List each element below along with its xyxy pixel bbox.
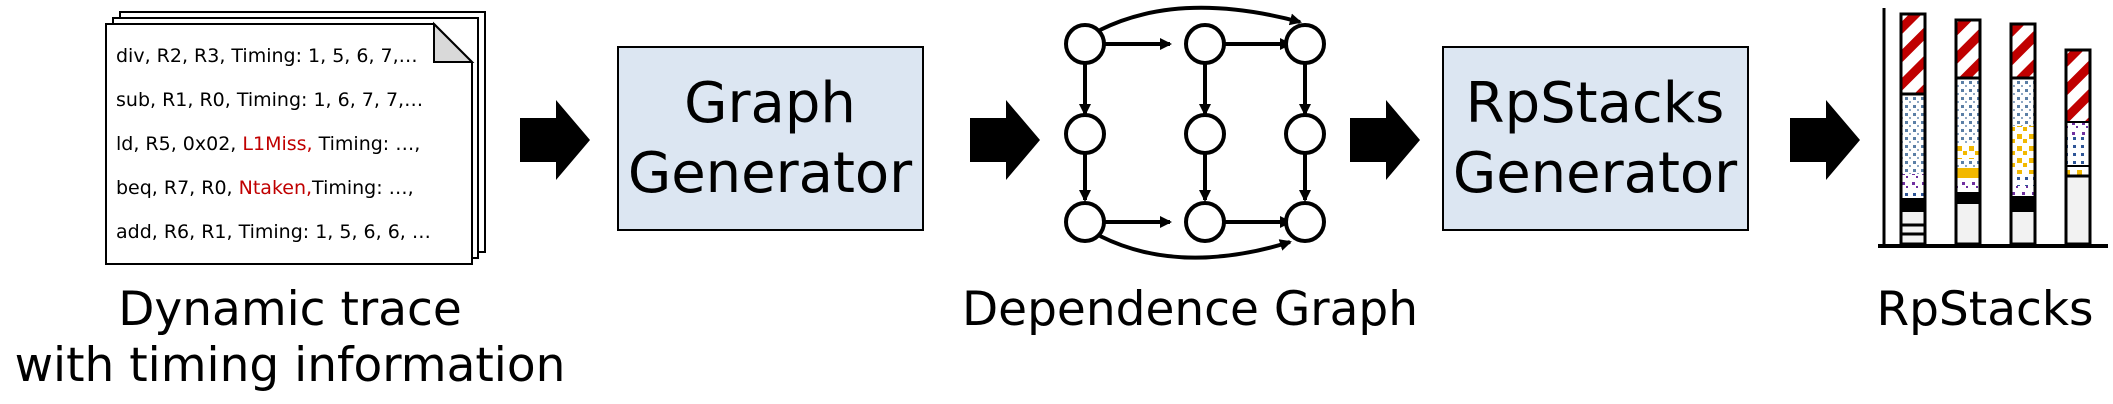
trace-highlight-text: L1Miss, [242, 133, 312, 155]
segment-dotted [2011, 78, 2035, 126]
trace-document-stack: div, R2, R3, Timing: 1, 5, 6, 7,… sub, R1… [105, 11, 486, 265]
segment-purple [2011, 186, 2035, 196]
rpstacks-chart [1878, 8, 2108, 248]
trace-page-front [105, 23, 473, 265]
graph-node [1184, 201, 1226, 243]
segment-blue [2011, 174, 2035, 186]
segment-blue [1901, 188, 1925, 198]
rpstack-bar-1 [1899, 12, 1927, 246]
graph-generator-line2: Generator [628, 141, 913, 206]
edge-curved-top [1099, 5, 1302, 32]
graph-generator-box: Graph Generator [617, 46, 924, 231]
dependence-graph-caption: Dependence Graph [961, 282, 1419, 337]
segment-purple [1956, 178, 1980, 192]
segment-yellow [2066, 166, 2090, 176]
graph-node [1284, 201, 1326, 243]
graph-node [1284, 113, 1326, 155]
flow-arrow-1 [520, 100, 590, 180]
trace-line: div, R2, R3, Timing: 1, 5, 6, 7,… [116, 45, 418, 67]
trace-line: beq, R7, R0, Ntaken,Timing: …, [116, 177, 414, 199]
segment-black [1901, 198, 1925, 212]
flow-arrow-4 [1790, 100, 1860, 180]
trace-text: Timing: …, [311, 177, 414, 199]
trace-text: beq, R7, R0, [116, 177, 239, 199]
rpstack-bar-2 [1954, 18, 1982, 246]
segment-hatched [2066, 50, 2090, 122]
segment-base [2011, 212, 2035, 244]
graph-node [1064, 201, 1106, 243]
segment-purple [2066, 122, 2090, 136]
graph-node [1184, 113, 1226, 155]
flow-arrow-3 [1350, 100, 1420, 180]
segment-base [2066, 176, 2090, 244]
segment-yellow-solid [1956, 168, 1980, 178]
trace-lines: div, R2, R3, Timing: 1, 5, 6, 7,… sub, R1… [116, 45, 431, 243]
segment-black [2011, 196, 2035, 212]
trace-line: add, R6, R1, Timing: 1, 5, 6, 6, … [116, 221, 431, 243]
graph-generator-line1: Graph [684, 71, 856, 136]
rpstack-bar-4 [2064, 48, 2092, 246]
segment-purple [1901, 174, 1925, 188]
trace-highlight-text: Ntaken, [239, 177, 312, 199]
graph-node [1284, 23, 1326, 65]
trace-caption-line1: Dynamic trace [118, 282, 462, 337]
segment-dotted [1901, 94, 1925, 174]
segment-hatched [1901, 14, 1925, 94]
trace-line: sub, R1, R0, Timing: 1, 6, 7, 7,… [116, 89, 423, 111]
rpstacks-generator-box: RpStacks Generator [1442, 46, 1749, 231]
graph-node [1064, 113, 1106, 155]
trace-text: Timing: …, [313, 133, 421, 155]
rpstacks-generator-line2: Generator [1453, 141, 1738, 206]
segment-black [1956, 192, 1980, 204]
segment-hatched [2011, 24, 2035, 78]
flow-arrow-2 [970, 100, 1040, 180]
trace-text: ld, R5, 0x02, [116, 133, 242, 155]
trace-caption-line2: with timing information [14, 338, 566, 393]
edge-curved-bottom [1099, 234, 1292, 260]
graph-node [1064, 23, 1106, 65]
trace-line: ld, R5, 0x02, L1Miss, Timing: …, [116, 133, 420, 155]
segment-yellow [1956, 145, 1980, 159]
trace-text: add, R6, R1, Timing: 1, 5, 6, 6, … [116, 221, 431, 243]
rpstacks-generator-line1: RpStacks [1466, 71, 1725, 136]
trace-text: div, R2, R3, Timing: 1, 5, 6, 7,… [116, 45, 418, 67]
graph-node [1184, 23, 1226, 65]
segment-yellow [2011, 126, 2035, 174]
rpstacks-caption: RpStacks [1876, 282, 2094, 337]
segment-base [1956, 204, 1980, 244]
dependence-graph [1064, 5, 1326, 260]
rpstack-bar-3 [2009, 22, 2037, 246]
segment-hatched [1956, 20, 1980, 78]
trace-text: sub, R1, R0, Timing: 1, 6, 7, 7,… [116, 89, 423, 111]
trace-page-fold [433, 21, 475, 63]
segment-base [1901, 212, 1925, 244]
segment-blue [2066, 136, 2090, 166]
trace-caption: Dynamic trace with timing information [0, 282, 580, 394]
